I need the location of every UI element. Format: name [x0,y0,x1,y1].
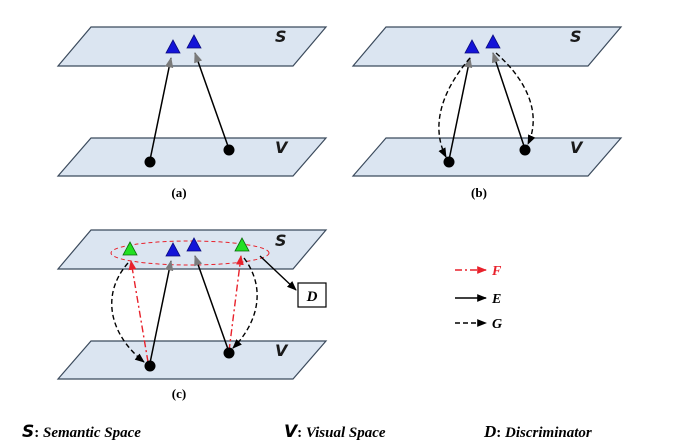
discriminator-box-label: D [306,289,318,305]
embedding-arrow [149,259,174,364]
legend-semantic-symbol: S [22,422,34,442]
visual-feature-point [443,156,455,168]
legend-visual-symbol: V [284,422,299,442]
embedding-arrow [448,56,473,161]
panel-b: S V (b) [351,26,623,200]
legend-discriminator-sep: : [496,425,505,441]
legend-semantic-text: Semantic Space [43,425,141,441]
panel-c: S V D (c) [56,229,328,401]
visual-feature-point [144,360,156,372]
unseen-class-triangle [234,237,250,252]
class-prototype-ellipse [110,240,270,266]
visual-feature-point [223,347,235,359]
legend-visual-space: V: Visual Space [284,422,386,442]
embedding-arrow [492,52,526,150]
semantic-space-label: S [275,231,287,250]
discriminator-box [297,282,327,308]
visual-space-plane [351,137,623,177]
unseen-class-triangle [122,241,138,256]
legend-discriminator-symbol: D [483,422,496,441]
discriminator-arrow [259,255,297,291]
generation-arrow [232,257,258,349]
feature-arrow [128,260,149,363]
arrow-legend: F E G [455,264,502,332]
visual-feature-point [223,144,235,156]
seen-class-triangle [186,237,202,252]
visual-space-plane [56,137,328,177]
legend-visual-sep: : [297,425,306,441]
semantic-space-label: S [275,27,287,46]
legend-visual-text: Visual Space [306,425,386,441]
seen-class-triangle [165,242,181,257]
embedding-arrow [149,56,174,161]
seen-class-triangle [464,39,480,54]
space-legend: S: Semantic Space V: Visual Space D: Dis… [22,422,592,442]
legend-e-letter: E [491,292,501,307]
embedding-arrow [194,255,230,353]
panel-label: (c) [172,386,186,401]
legend-g-letter: G [492,317,502,332]
generation-arrow [495,52,536,145]
legend-discriminator: D: Discriminator [483,422,592,441]
panel-label: (a) [171,185,186,200]
generation-arrow [438,57,471,158]
visual-feature-point [144,156,156,168]
seen-class-triangle [186,34,202,49]
visual-space-label: V [570,138,584,157]
visual-feature-point [519,144,531,156]
legend-semantic-sep: : [34,425,43,441]
visual-space-label: V [275,138,289,157]
visual-space-plane [56,340,328,380]
legend-f-letter: F [491,264,502,279]
visual-space-label: V [275,341,289,360]
generation-arrow [111,262,145,363]
legend-discriminator-text: Discriminator [504,425,592,441]
semantic-space-label: S [570,27,582,46]
seen-class-triangle [165,39,181,54]
legend-semantic-space: S: Semantic Space [22,422,141,442]
feature-arrow [228,255,244,352]
panel-label: (b) [471,185,487,200]
panel-a: S V (a) [56,26,328,200]
embedding-arrow [194,52,230,150]
seen-class-triangle [485,34,501,49]
